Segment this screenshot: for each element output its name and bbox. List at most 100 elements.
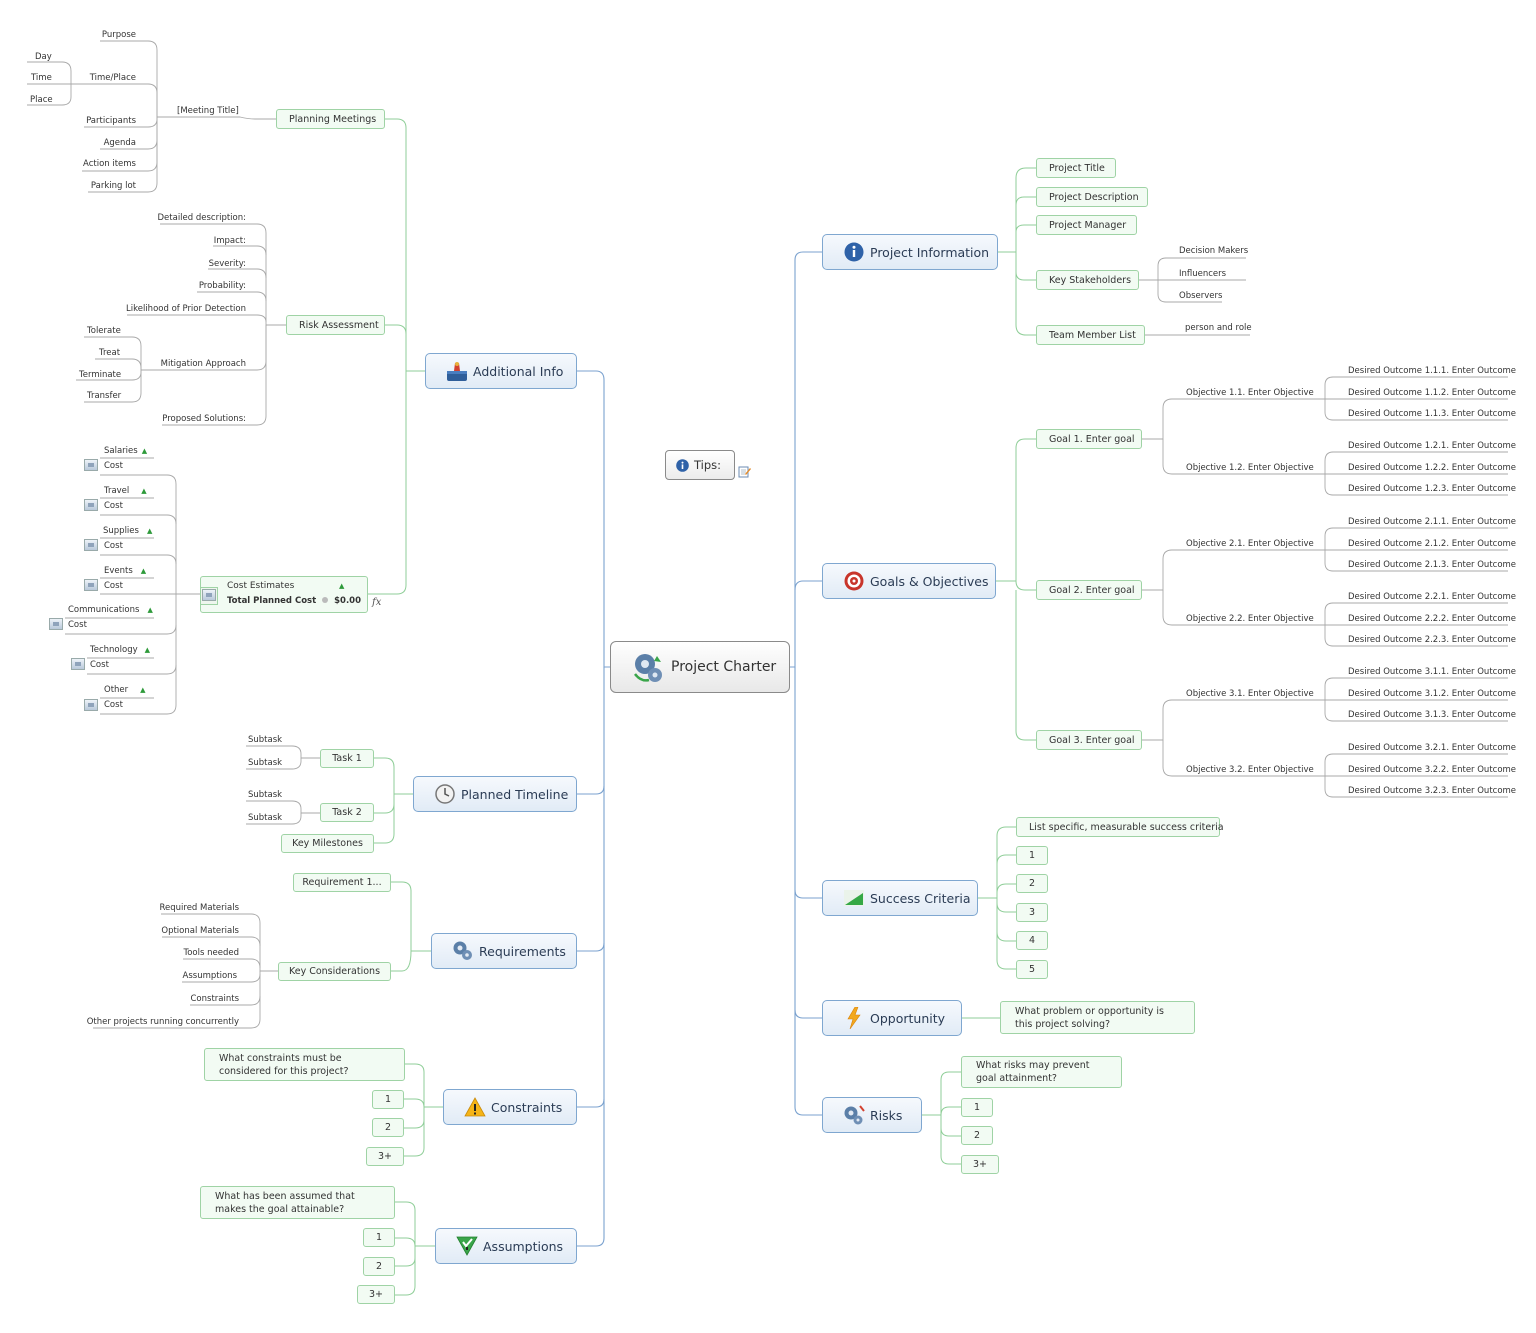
- topic-risks[interactable]: Risks: [822, 1097, 922, 1133]
- mitigation-tolerate[interactable]: Tolerate: [87, 326, 121, 336]
- topic-opportunity[interactable]: Opportunity: [822, 1000, 962, 1036]
- key-stakeholders[interactable]: Key Stakeholders: [1036, 270, 1139, 290]
- risk-item-likelihood[interactable]: Likelihood of Prior Detection: [126, 304, 246, 314]
- project-title[interactable]: Project Title: [1036, 158, 1116, 178]
- subtask[interactable]: Subtask: [248, 790, 283, 800]
- topic-goals-objectives[interactable]: Goals & Objectives: [822, 563, 996, 599]
- risk-item-description[interactable]: Detailed description:: [157, 213, 247, 223]
- risk-item-impact[interactable]: Impact:: [213, 236, 246, 246]
- project-manager[interactable]: Project Manager: [1036, 215, 1137, 235]
- stakeholder-influencers[interactable]: Influencers: [1179, 269, 1227, 279]
- meeting-item-participants[interactable]: Participants: [86, 116, 136, 126]
- task-1[interactable]: Task 1: [320, 749, 374, 768]
- meeting-item-parking-lot[interactable]: Parking lot: [90, 181, 136, 191]
- meeting-title[interactable]: [Meeting Title]: [177, 106, 239, 116]
- subtask[interactable]: Subtask: [248, 813, 283, 823]
- constraint-item[interactable]: 2: [372, 1118, 404, 1137]
- time-place-day[interactable]: Day: [35, 52, 52, 62]
- planning-meetings[interactable]: Planning Meetings: [276, 109, 385, 129]
- outcome-2-2-1[interactable]: Desired Outcome 2.2.1. Enter Outcome: [1348, 592, 1517, 602]
- success-criteria-item[interactable]: 3: [1016, 903, 1048, 922]
- mitigation-treat[interactable]: Treat: [99, 348, 121, 358]
- outcome-3-1-3[interactable]: Desired Outcome 3.1.3. Enter Outcome: [1348, 710, 1517, 720]
- risks-question[interactable]: What risks may prevent goal attainment?: [961, 1056, 1122, 1088]
- outcome-2-1-2[interactable]: Desired Outcome 2.1.2. Enter Outcome: [1348, 539, 1517, 549]
- risk-item-solutions[interactable]: Proposed Solutions:: [162, 414, 246, 424]
- risk-item-probability[interactable]: Probability:: [198, 281, 246, 291]
- assumption-item[interactable]: 1: [363, 1228, 395, 1247]
- success-criteria-item[interactable]: 1: [1016, 846, 1048, 865]
- risk-item[interactable]: 1: [961, 1098, 993, 1117]
- fx-icon[interactable]: fx: [372, 597, 382, 608]
- risk-item[interactable]: 2: [961, 1126, 993, 1145]
- goal-1[interactable]: Goal 1. Enter goal: [1036, 429, 1142, 449]
- consideration-assumptions[interactable]: Assumptions: [182, 971, 237, 981]
- meeting-item-action-items[interactable]: Action items: [83, 159, 136, 169]
- cost-estimates[interactable]: Cost Estimates▲ Total Planned Cost $0.00: [200, 576, 368, 613]
- topic-constraints[interactable]: Constraints: [443, 1089, 577, 1125]
- central-topic[interactable]: Project Charter: [610, 641, 790, 693]
- meeting-item-agenda[interactable]: Agenda: [103, 138, 136, 148]
- project-description[interactable]: Project Description: [1036, 187, 1148, 207]
- outcome-1-2-2[interactable]: Desired Outcome 1.2.2. Enter Outcome: [1348, 463, 1517, 473]
- constraints-question[interactable]: What constraints must be considered for …: [204, 1048, 405, 1081]
- outcome-2-2-2[interactable]: Desired Outcome 2.2.2. Enter Outcome: [1348, 614, 1517, 624]
- consideration-other-projects[interactable]: Other projects running concurrently: [86, 1017, 239, 1027]
- mitigation-transfer[interactable]: Transfer: [87, 391, 122, 401]
- consideration-tools-needed[interactable]: Tools needed: [183, 948, 239, 958]
- assumption-item[interactable]: 2: [363, 1257, 395, 1276]
- goal-3[interactable]: Goal 3. Enter goal: [1036, 730, 1142, 750]
- mitigation-terminate[interactable]: Terminate: [79, 370, 122, 380]
- success-criteria-item[interactable]: 5: [1016, 960, 1048, 979]
- consideration-constraints[interactable]: Constraints: [190, 994, 240, 1004]
- team-member-list[interactable]: Team Member List: [1036, 325, 1145, 345]
- success-criteria-item[interactable]: 4: [1016, 931, 1048, 950]
- outcome-3-1-2[interactable]: Desired Outcome 3.1.2. Enter Outcome: [1348, 689, 1517, 699]
- outcome-1-1-2[interactable]: Desired Outcome 1.1.2. Enter Outcome: [1348, 388, 1517, 398]
- objective-2-1[interactable]: Objective 2.1. Enter Objective: [1186, 539, 1314, 549]
- time-place-time[interactable]: Time: [31, 73, 52, 83]
- outcome-3-2-1[interactable]: Desired Outcome 3.2.1. Enter Outcome: [1348, 743, 1517, 753]
- tips-callout[interactable]: Tips:: [665, 450, 735, 480]
- success-criteria-item[interactable]: 2: [1016, 874, 1048, 893]
- topic-planned-timeline[interactable]: Planned Timeline: [413, 776, 577, 812]
- time-place-place[interactable]: Place: [30, 95, 53, 105]
- assumptions-question[interactable]: What has been assumed that makes the goa…: [200, 1186, 395, 1219]
- stakeholder-decision-makers[interactable]: Decision Makers: [1179, 246, 1249, 256]
- outcome-2-1-1[interactable]: Desired Outcome 2.1.1. Enter Outcome: [1348, 517, 1517, 527]
- meeting-item-purpose[interactable]: Purpose: [101, 30, 136, 40]
- team-member-note[interactable]: person and role: [1185, 323, 1252, 333]
- stakeholder-observers[interactable]: Observers: [1179, 291, 1223, 301]
- topic-assumptions[interactable]: Assumptions: [435, 1228, 577, 1264]
- outcome-2-1-3[interactable]: Desired Outcome 2.1.3. Enter Outcome: [1348, 560, 1517, 570]
- topic-project-information[interactable]: Project Information: [822, 234, 998, 270]
- risk-item[interactable]: 3+: [961, 1155, 999, 1174]
- objective-1-2[interactable]: Objective 1.2. Enter Objective: [1186, 463, 1314, 473]
- assumption-item[interactable]: 3+: [357, 1285, 395, 1304]
- outcome-1-2-3[interactable]: Desired Outcome 1.2.3. Enter Outcome: [1348, 484, 1517, 494]
- objective-2-2[interactable]: Objective 2.2. Enter Objective: [1186, 614, 1314, 624]
- key-milestones[interactable]: Key Milestones: [281, 834, 374, 853]
- subtask[interactable]: Subtask: [248, 758, 283, 768]
- objective-1-1[interactable]: Objective 1.1. Enter Objective: [1186, 388, 1314, 398]
- outcome-3-2-3[interactable]: Desired Outcome 3.2.3. Enter Outcome: [1348, 786, 1517, 796]
- consideration-optional-materials[interactable]: Optional Materials: [161, 926, 239, 936]
- requirement-1[interactable]: Requirement 1...: [293, 873, 391, 892]
- objective-3-2[interactable]: Objective 3.2. Enter Objective: [1186, 765, 1314, 775]
- outcome-1-1-1[interactable]: Desired Outcome 1.1.1. Enter Outcome: [1348, 366, 1517, 376]
- constraint-item[interactable]: 1: [372, 1090, 404, 1109]
- constraint-item[interactable]: 3+: [366, 1147, 404, 1166]
- note-icon[interactable]: [738, 463, 751, 482]
- topic-success-criteria[interactable]: Success Criteria: [822, 880, 978, 916]
- topic-additional-info[interactable]: Additional Info: [425, 353, 577, 389]
- opportunity-question[interactable]: What problem or opportunity is this proj…: [1000, 1001, 1195, 1034]
- subtask[interactable]: Subtask: [248, 735, 283, 745]
- risk-item-severity[interactable]: Severity:: [208, 259, 246, 269]
- objective-3-1[interactable]: Objective 3.1. Enter Objective: [1186, 689, 1314, 699]
- goal-2[interactable]: Goal 2. Enter goal: [1036, 580, 1142, 600]
- outcome-3-2-2[interactable]: Desired Outcome 3.2.2. Enter Outcome: [1348, 765, 1517, 775]
- key-considerations[interactable]: Key Considerations: [278, 962, 391, 981]
- outcome-2-2-3[interactable]: Desired Outcome 2.2.3. Enter Outcome: [1348, 635, 1517, 645]
- outcome-1-2-1[interactable]: Desired Outcome 1.2.1. Enter Outcome: [1348, 441, 1517, 451]
- meeting-item-time-place[interactable]: Time/Place: [89, 73, 136, 83]
